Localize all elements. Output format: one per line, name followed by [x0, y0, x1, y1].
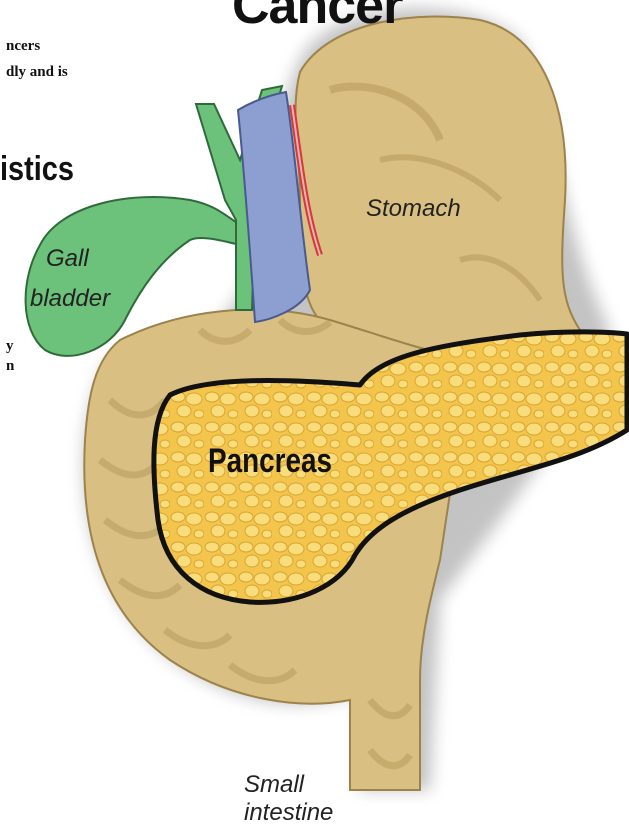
side-text-fragment-1: y: [6, 336, 14, 356]
gallbladder-label-line2: bladder: [30, 286, 110, 312]
title-fragment: Cancer: [232, 0, 402, 36]
side-text-fragment-2: n: [6, 356, 14, 376]
stomach-shape: [296, 17, 580, 360]
intro-line-fragment-1: ncers: [6, 36, 40, 56]
small-intestine-label-line1: Small: [244, 772, 304, 798]
gallbladder-label-line1: Gall: [46, 246, 89, 272]
intro-line-fragment-2: dly and is: [6, 62, 68, 82]
pancreas-label: Pancreas: [208, 442, 332, 481]
stomach-label: Stomach: [366, 196, 461, 222]
small-intestine-label-line2: intestine: [244, 800, 333, 826]
section-heading-fragment: istics: [0, 150, 74, 189]
